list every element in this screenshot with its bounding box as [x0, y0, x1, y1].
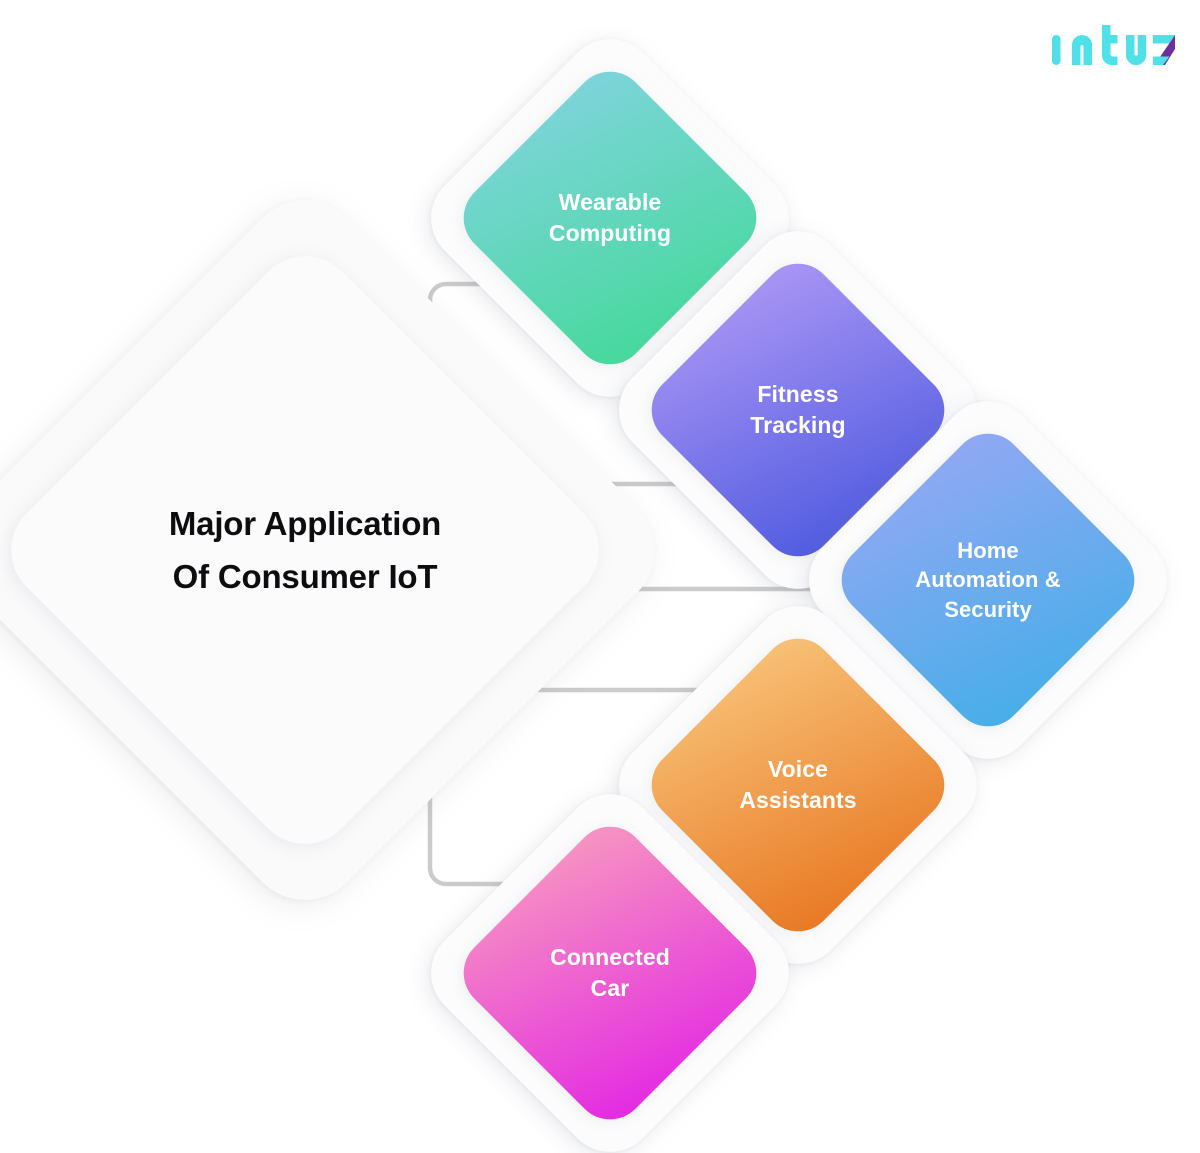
center-node[interactable]: Major Application Of Consumer IoT [0, 175, 680, 925]
intuz-logo [1048, 18, 1178, 74]
branch-tile-connected-car [448, 811, 772, 1135]
branch-node-connected-car[interactable]: Connected Car [412, 775, 808, 1153]
